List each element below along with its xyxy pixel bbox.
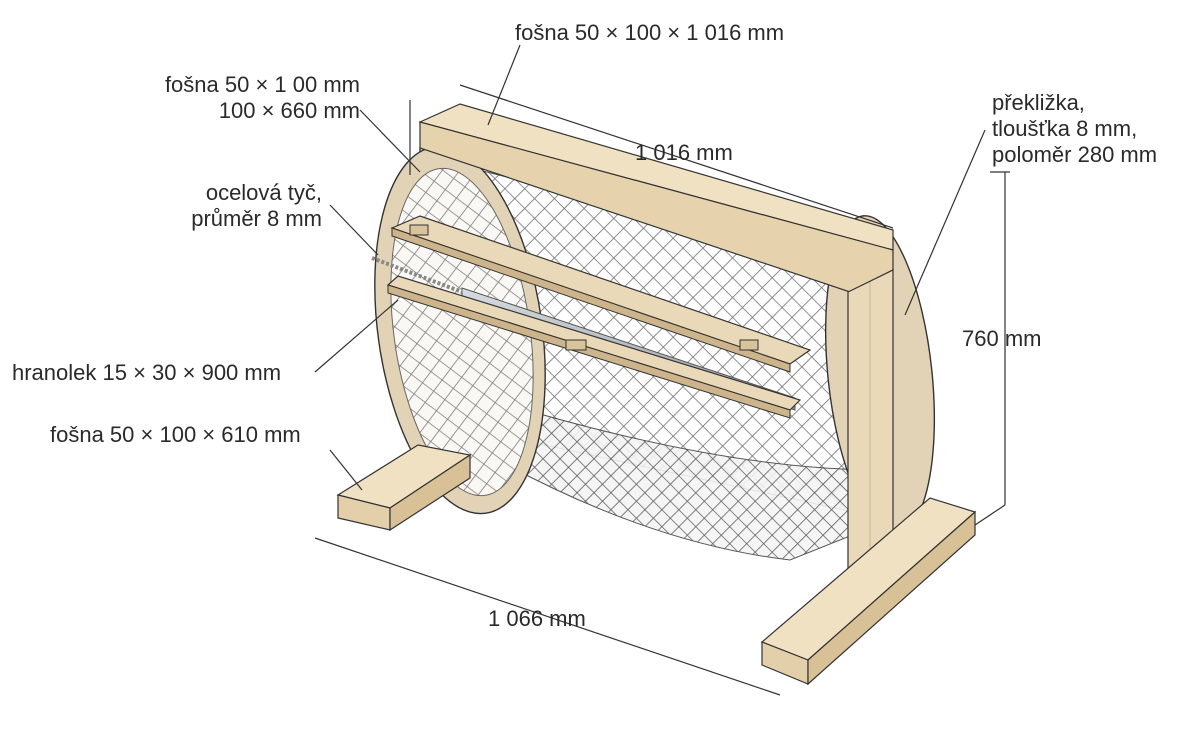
top-board — [418, 103, 894, 293]
label-steel-rod-line1: ocelová tyč, — [205, 180, 322, 205]
label-base-length: 1 066 mm — [488, 606, 586, 631]
label-post-board: fošna 50 × 1 00 mm 100 × 660 mm — [165, 72, 360, 124]
label-plywood-line2: tloušťka 8 mm, — [992, 116, 1138, 141]
label-plywood: překližka, tloušťka 8 mm, poloměr 280 mm — [992, 90, 1157, 168]
label-height: 760 mm — [962, 326, 1042, 351]
label-top-board: fošna 50 × 100 × 1 016 mm — [515, 20, 785, 45]
label-plywood-line3: poloměr 280 mm — [992, 142, 1158, 167]
label-steel-rod-line2: průměr 8 mm — [191, 206, 322, 231]
label-top-length: 1 016 mm — [635, 140, 733, 165]
label-plywood-line1: překližka, — [992, 90, 1085, 115]
left-base-board — [336, 444, 472, 532]
label-post-board-line2: 100 × 660 mm — [218, 98, 360, 123]
upper-batten — [390, 215, 812, 373]
label-post-board-line1: fošna 50 × 1 00 mm — [164, 72, 360, 97]
label-batten: hranolek 15 × 30 × 900 mm — [12, 360, 282, 385]
right-base-board — [760, 497, 977, 686]
label-base-board: fošna 50 × 100 × 610 mm — [50, 422, 301, 447]
label-steel-rod: ocelová tyč, průměr 8 mm — [191, 180, 322, 232]
dimension-lines — [314, 44, 1010, 696]
lower-batten — [386, 275, 802, 419]
